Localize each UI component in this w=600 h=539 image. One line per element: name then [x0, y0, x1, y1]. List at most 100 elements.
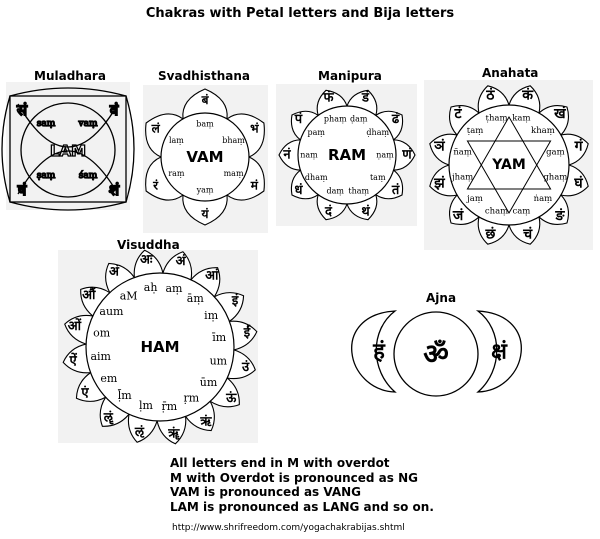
manipura-petal	[346, 89, 378, 116]
manipura-petal	[346, 194, 378, 221]
manipura-petal	[290, 110, 319, 141]
muladhara-outer-arcs	[1, 87, 135, 211]
visuddha-petal	[75, 372, 106, 402]
anahata-petal-translit: khaṃ	[531, 126, 555, 136]
svadhisthana-circle	[160, 112, 250, 202]
manipura-petal	[316, 194, 348, 221]
anahata-petal-letter: खं	[553, 106, 566, 122]
anahata-petal-translit: gaṃ	[546, 148, 565, 158]
visuddha-petal	[214, 292, 245, 322]
anahata-petal-letter: झं	[433, 176, 446, 192]
manipura-petal-letter: धं	[294, 182, 303, 198]
anahata-triangle-up	[466, 115, 552, 190]
anahata-petal-translit: caṃ	[512, 206, 530, 216]
visuddha-circle	[85, 272, 235, 422]
manipura-petal-letter: पं	[294, 111, 303, 127]
visuddha-petal-translit: ūm	[200, 376, 218, 389]
anahata-petal-translit: ṅaṃ	[534, 194, 553, 204]
svadhisthana-petal	[182, 88, 228, 119]
manipura-petal-translit: naṃ	[300, 151, 318, 160]
anahata-petal-letter: कं	[521, 87, 534, 103]
svadhisthana-petal	[145, 113, 184, 158]
manipura-petal	[375, 169, 404, 200]
anahata-petal-translit: jaṃ	[466, 194, 483, 204]
visuddha-petal	[190, 267, 221, 298]
svadhisthana-petals	[145, 88, 265, 226]
anahata-petal-letter: गं	[574, 138, 584, 154]
muladhara-petal-letter: षं	[17, 181, 28, 199]
visuddha-petal-letter: ऌं	[134, 424, 145, 440]
manipura-petal-letter: डं	[361, 89, 370, 105]
manipura-petal-letter: तं	[391, 182, 400, 198]
visuddha-petal-letter: ऊं	[225, 390, 237, 406]
visuddha-petal-translit: ṝm	[162, 400, 178, 413]
visuddha-petal-translit: ṛm	[183, 392, 199, 405]
muladhara-petal-translit: śaṃ	[79, 170, 98, 181]
manipura-petal-translit: phaṃ	[324, 114, 347, 123]
svadhisthana-petal-letter: भं	[250, 122, 259, 136]
manipura-petal-translit: ḍhaṃ	[366, 128, 389, 137]
anahata-petal-letter: चं	[522, 227, 533, 243]
muladhara-label: Muladhara	[34, 69, 106, 83]
visuddha-petal-letter: उं	[241, 359, 250, 375]
manipura-petal	[290, 169, 319, 200]
muladhara-petal-translit: vaṃ	[78, 119, 98, 129]
anahata-petal	[538, 194, 569, 225]
anahata-label: Anahata	[482, 66, 539, 80]
ajna-petal-letter: हं	[372, 340, 386, 365]
anahata-petal-letter: टं	[454, 106, 463, 122]
manipura-petal-translit: taṃ	[370, 173, 386, 182]
visuddha-petal-letter: ॠं	[167, 425, 180, 441]
muladhara-petal-letter: वं	[109, 101, 119, 119]
manipura-petal	[278, 139, 301, 171]
svadhisthana-petal-letter: रं	[152, 179, 159, 193]
ajna-letters: हंक्षंॐ	[372, 338, 508, 371]
manipura-petal-letter: नं	[282, 147, 291, 163]
visuddha-petal-translit: aM	[120, 289, 138, 302]
visuddha-petal-translit: āṃ	[187, 292, 205, 305]
visuddha-petal	[229, 320, 258, 351]
visuddha-petal-letter: अं	[109, 263, 120, 279]
muladhara-petal-translit: ṣaṃ	[37, 171, 56, 181]
visuddha-petal-letter: औं	[82, 287, 96, 303]
visuddha-petal	[133, 249, 164, 278]
muladhara-petal-letter: सं	[16, 101, 28, 119]
visuddha-petal	[64, 314, 93, 345]
ajna-right-wing	[475, 310, 522, 393]
visuddha-petal	[227, 349, 256, 380]
svadhisthana-petal-letter: बं	[201, 93, 210, 107]
visuddha-petal-translit: um	[210, 355, 228, 368]
visuddha-petal-translit: aṃ	[166, 282, 184, 295]
anahata-petal-translit: ghaṃ	[543, 172, 567, 182]
pronunciation-notes: All letters end in M with overdot M with…	[170, 456, 434, 514]
ajna-chakra	[351, 310, 522, 397]
svadhisthana-petal	[226, 156, 265, 201]
visuddha-petal	[162, 251, 193, 280]
manipura-petal-translit: thaṃ	[348, 187, 369, 196]
manipura-petal-letter: दं	[324, 204, 333, 220]
svadhisthana-petal	[226, 113, 265, 158]
anahata-petal-translit: chaṃ	[485, 206, 508, 216]
anahata-petal-letter: छं	[484, 227, 496, 243]
manipura-petals	[278, 89, 416, 221]
manipura-petal-letter: ढं	[391, 111, 400, 127]
svadhisthana-petal-translit: laṃ	[169, 136, 184, 145]
anahata-petal-translit: ṭhaṃ	[486, 114, 508, 124]
visuddha-petal-letter: एं	[80, 384, 89, 400]
visuddha-petal-letter: ओं	[68, 318, 82, 334]
note-line: M with Overdot is pronounced as NG	[170, 470, 418, 485]
manipura-petal-translit: dhaṃ	[305, 173, 328, 182]
anahata-bija: YAM	[491, 157, 526, 173]
visuddha-petal-translit: aum	[99, 305, 124, 318]
manipura-bija: RAM	[328, 146, 366, 164]
anahata-petal-letter: ठं	[485, 87, 495, 103]
muladhara-square	[9, 95, 127, 203]
svadhisthana-petal-letter: यं	[201, 207, 210, 221]
note-line: All letters end in M with overdot	[170, 456, 390, 470]
visuddha-petal	[62, 343, 91, 374]
anahata-petal-translit: ñaṃ	[453, 148, 472, 158]
